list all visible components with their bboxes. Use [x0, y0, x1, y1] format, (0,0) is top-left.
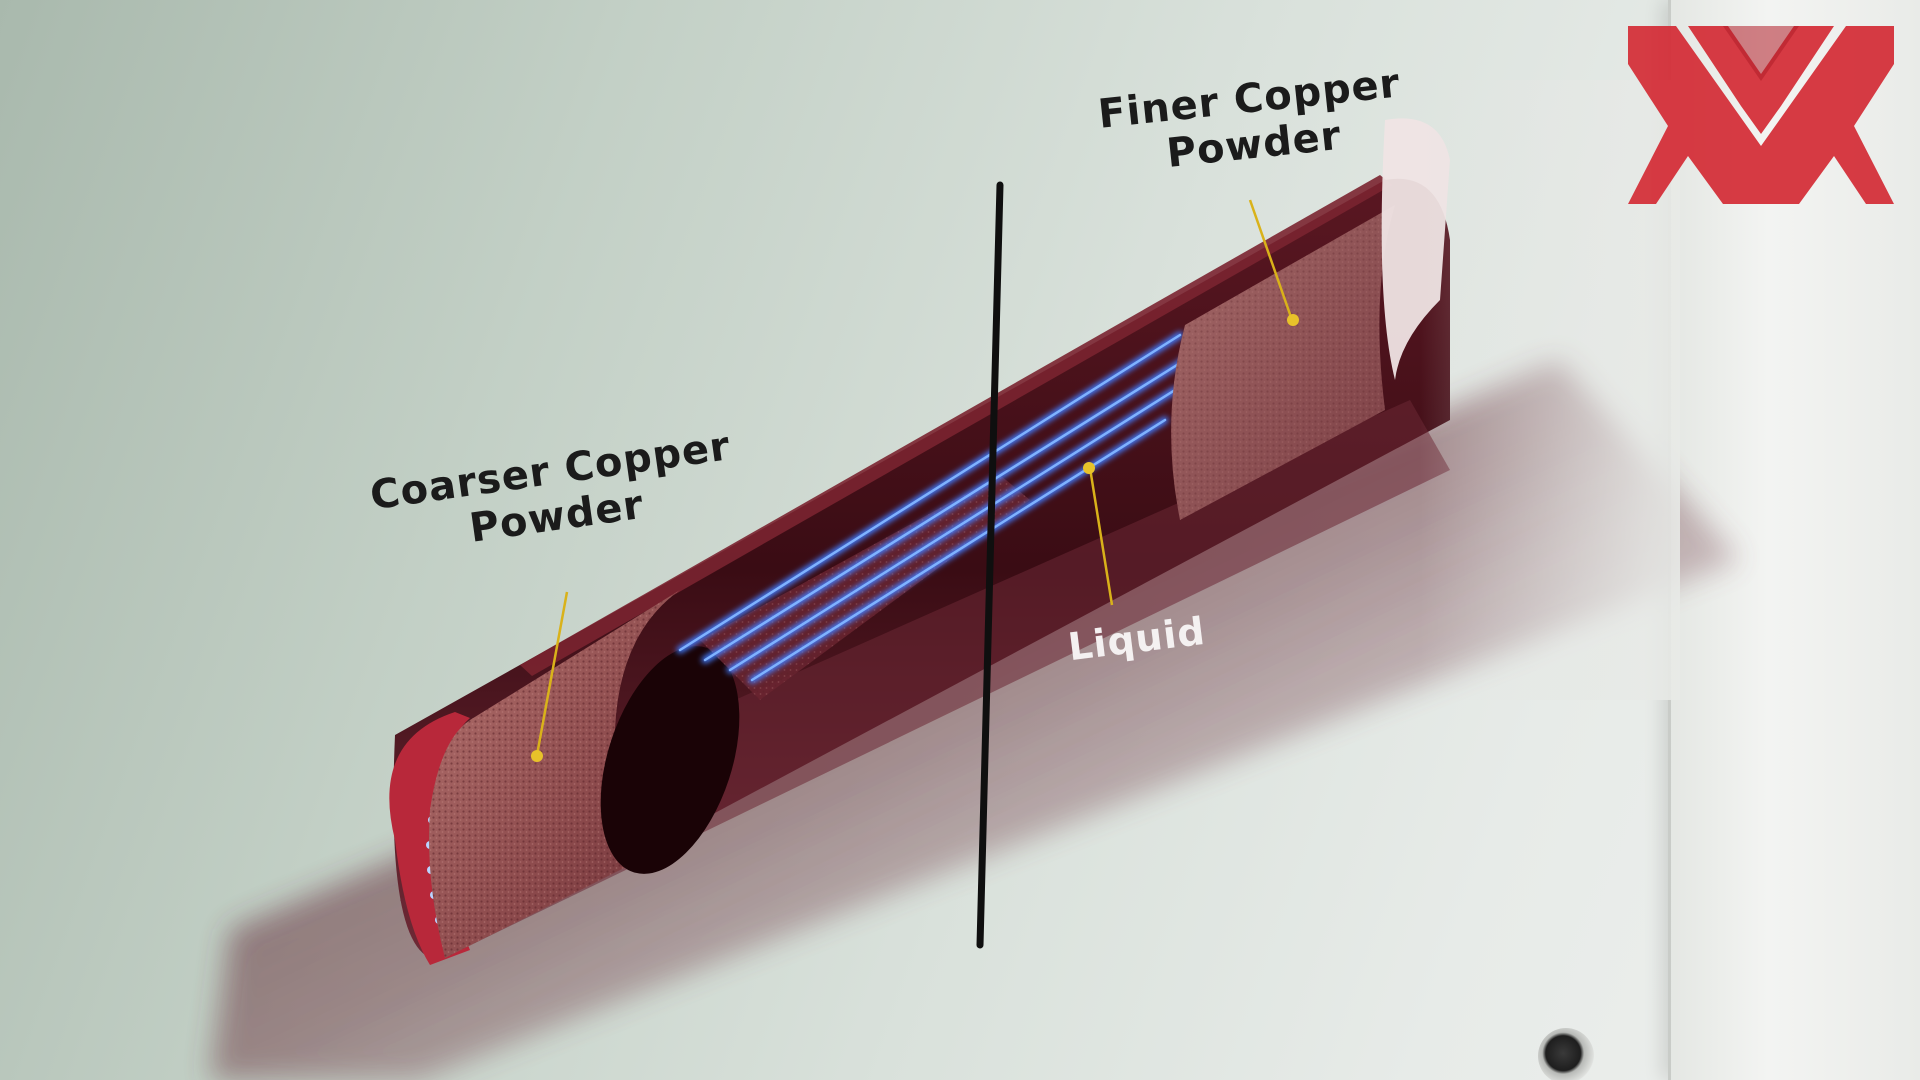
mount-screw — [1538, 1028, 1594, 1080]
leader-dots — [531, 314, 1299, 762]
section-divider-line — [976, 181, 1004, 949]
tube-shadow — [210, 360, 1740, 1080]
tube-top-edge — [520, 175, 1392, 676]
powder-inner-opening — [600, 646, 740, 874]
hardwareluxx-logo — [1628, 26, 1894, 204]
leader-lines — [535, 199, 1294, 756]
liquid-channels-core — [678, 333, 1187, 682]
